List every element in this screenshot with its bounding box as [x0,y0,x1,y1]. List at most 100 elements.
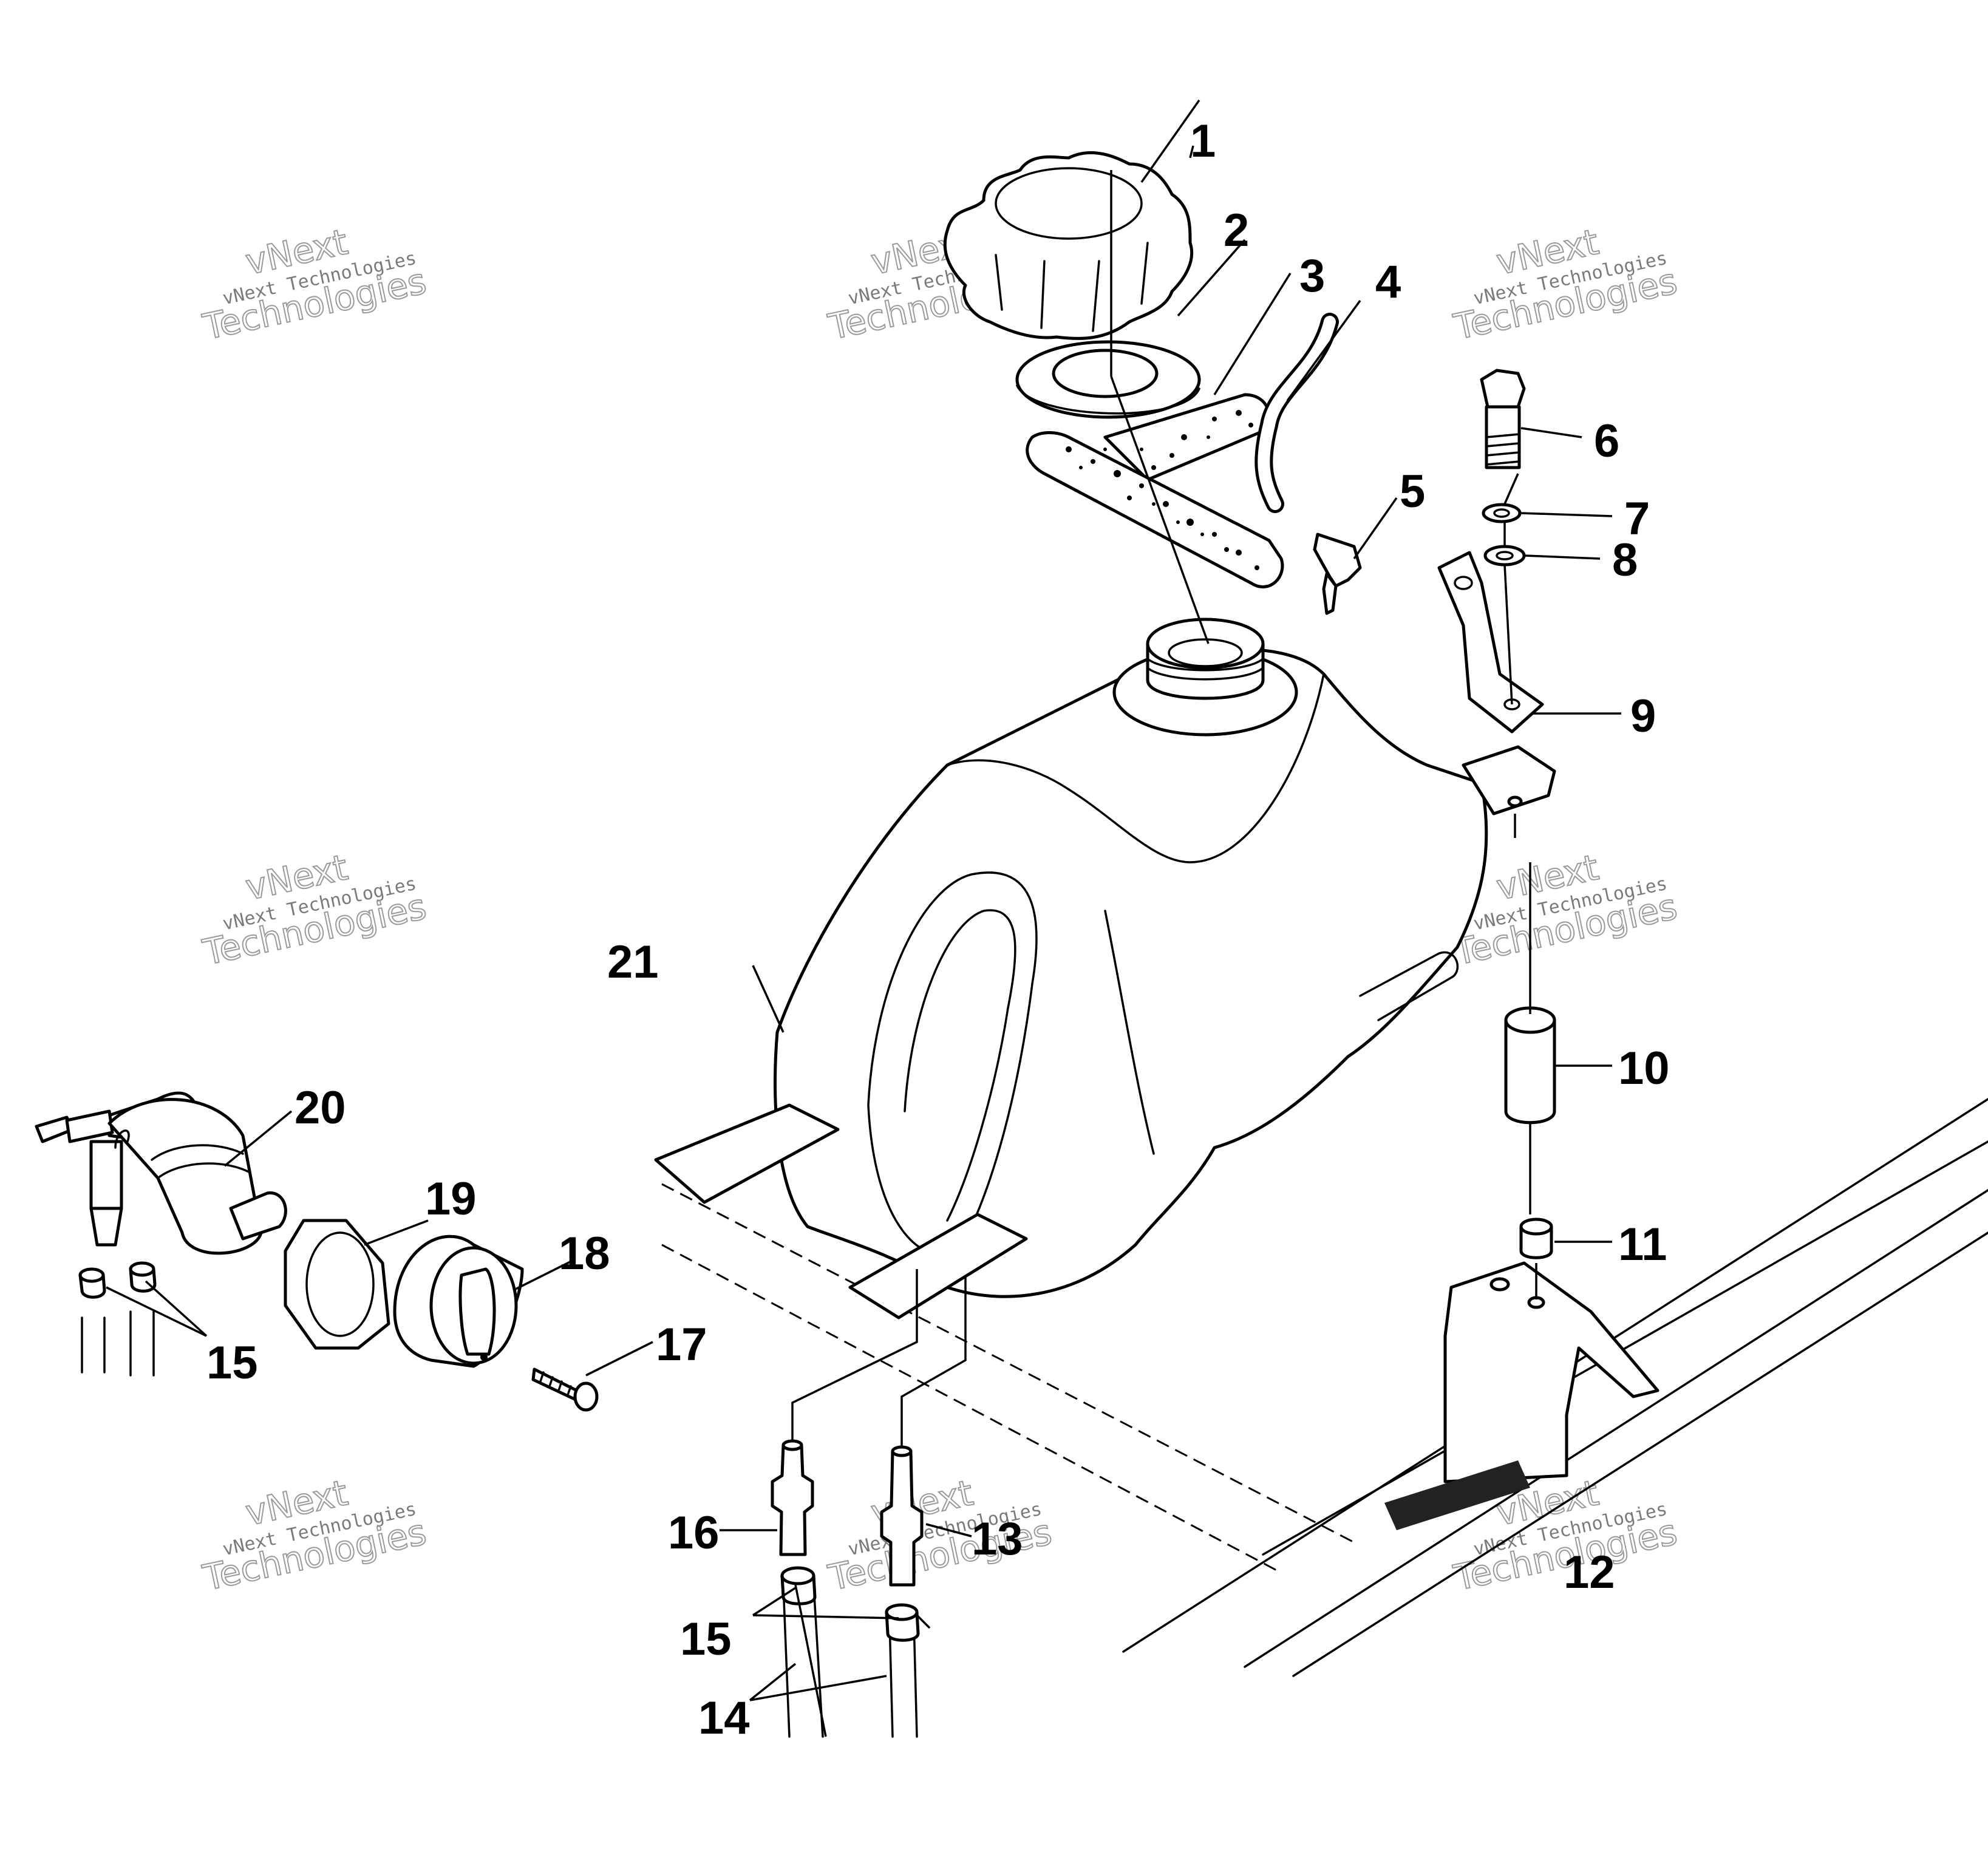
frame-rail-line [1262,1140,1988,1556]
part-13-fuel-fitting [880,1445,924,1587]
vent-hose-fill [1258,316,1336,510]
hose-clamp-tab [916,1614,930,1629]
fuel-pump-housing-ring [151,1144,250,1179]
fuel-pump-fitting-left [89,1207,123,1247]
screw-shank [531,1367,579,1401]
leader-lines [106,99,1621,1737]
part-1-fuel-cap [943,151,1194,340]
filter-cup-boss [458,1267,496,1356]
filler-neck-top [1146,618,1265,670]
strap-bracket-slot [1454,576,1473,590]
callout-3: 3 [1299,250,1325,302]
frame-hidden-line [661,1244,1282,1574]
frame-rail-line [1292,1231,1988,1677]
callout-14: 14 [698,1692,750,1744]
callout-15-bottom: 15 [680,1613,732,1665]
assembly-line [900,1275,967,1448]
fuel-line-left [782,1584,824,1738]
filter-cup-hole [480,1354,488,1361]
callout-10: 10 [1618,1043,1670,1094]
part-15-hose-clamps-left [78,1261,157,1377]
part-16-fuel-fitting [771,1439,814,1556]
fuel-cap-grip [1040,260,1046,329]
assembly-line [794,1584,827,1737]
tank-side-recess-inner [904,909,1016,1222]
tank-ridge [946,673,1325,863]
bolt-head [1480,369,1526,409]
callout-16: 16 [668,1507,720,1559]
leader-c19 [364,1219,429,1246]
part-17-screw [531,1367,599,1412]
callout-17: 17 [656,1319,707,1371]
foam-strip-lower [1026,431,1284,588]
leader-c14 [749,1663,887,1701]
part-7-lock-washer [1482,503,1522,523]
leader-line [1189,145,1194,158]
leader-c5 [1353,497,1398,560]
fuel-line-stub [129,1310,155,1377]
fuel-fitting-body [880,1449,924,1587]
leader-c15b [752,1587,899,1619]
watermark-top-left: vNext vNext Technologies Technologies [199,220,431,349]
gasket-inner [1052,349,1159,398]
leader-c21 [752,965,785,1033]
tank-body-crease [1104,910,1155,1155]
filler-neck-thread [1146,658,1264,672]
part-6-bolt [1480,369,1526,469]
leader-c7 [1520,512,1613,517]
filler-neck-opening [1168,638,1243,667]
grommet-top [1519,1217,1553,1236]
tank-mount-hole [1507,795,1523,808]
fuel-pump-hose-left [89,1140,123,1210]
part-12-tank-mount-bracket [1384,1261,1660,1530]
tank-foam-pad-front [848,1213,1028,1319]
callout-8: 8 [1612,534,1638,586]
mount-bracket-body [1443,1261,1660,1483]
gasket-thickness [1016,384,1200,415]
mount-hole [1489,1277,1510,1292]
leader-c18 [512,1259,574,1292]
part-5-vent-fitting [1313,533,1362,615]
tank-body [774,648,1488,1298]
leader-c1 [1140,99,1200,183]
fuel-line-right [888,1620,918,1738]
part-11-grommet [1519,1217,1553,1259]
callout-7: 7 [1624,493,1650,545]
callout-21: 21 [607,936,659,988]
fuel-pump-elbow [114,1129,130,1149]
part-18-filter-cup [393,1234,524,1368]
callout-13: 13 [972,1513,1023,1565]
hex-nut-bore [305,1231,375,1337]
fuel-pump-housing [107,1098,263,1255]
callout-19: 19 [425,1173,477,1225]
leader-c8 [1525,554,1601,560]
part-19-hex-nut [284,1219,390,1350]
fuel-fitting-top [891,1445,913,1457]
foam-pad-strip [1384,1460,1530,1530]
fuel-line-stub [81,1316,106,1374]
fuel-fitting-body [771,1443,814,1556]
screw-thread [539,1371,572,1396]
part-21-fuel-tank [654,618,1556,1319]
callout-4: 4 [1375,256,1401,308]
callout-5: 5 [1400,466,1425,517]
frame-rail-line [1244,1189,1988,1668]
fuel-fitting-top [781,1439,803,1451]
part-4-vent-hose [1254,313,1339,513]
part-9-strap-bracket [1437,551,1544,734]
assembly-line [1503,473,1519,705]
leader-c2 [1177,239,1246,317]
callout-1: 1 [1190,115,1216,167]
foam-texture [1066,410,1259,570]
part-2-cap-gasket [1015,340,1201,419]
fuel-pump-inlet-hose [65,1109,114,1143]
leader-c6 [1520,427,1582,438]
callout-15-left: 15 [206,1337,258,1389]
tank-foam-pad-left [654,1103,840,1204]
callout-6: 6 [1594,415,1619,467]
assembly-line [1514,814,1537,1299]
watermark-mid-left: vNext vNext Technologies Technologies [199,846,431,974]
callout-labels: 1 2 3 4 5 6 7 8 9 10 11 12 13 14 15 15 1… [206,115,1670,1744]
